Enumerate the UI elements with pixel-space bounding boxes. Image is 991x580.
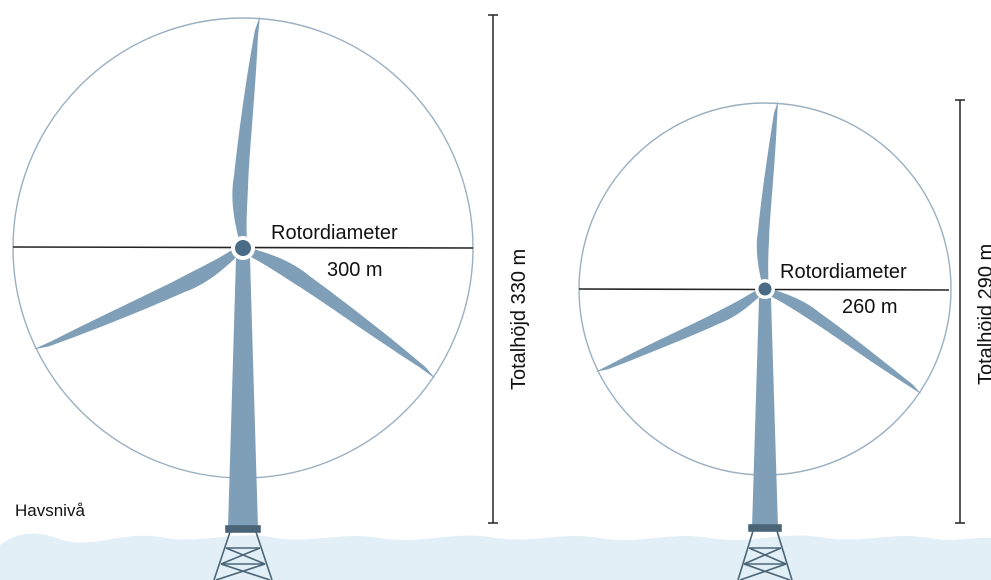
rotor-diameter-value: 260 m (842, 296, 898, 318)
sea-level-label: Havsnivå (15, 501, 85, 520)
total-height-label: Totalhöjd 330 m (508, 249, 530, 390)
turbine-large: Rotordiameter 300 m Totalhöjd 330 m (12, 14, 530, 580)
blade (33, 248, 239, 350)
rotor-diameter-label: Rotordiameter (780, 261, 907, 283)
height-dimension-bracket (955, 99, 965, 524)
blade (769, 289, 922, 395)
tower (752, 298, 778, 528)
foundation-jacket (213, 525, 273, 580)
blade (595, 289, 761, 372)
height-dimension-bracket (488, 14, 498, 524)
rotor-blades (33, 16, 436, 379)
rotor-blades (595, 101, 922, 395)
total-height-label: Totalhöjd 290 m (975, 244, 991, 385)
tower (228, 258, 258, 528)
rotor-diameter-label: Rotordiameter (271, 222, 398, 244)
hub-center (758, 282, 772, 296)
turbine-small: Rotordiameter 260 m Totalhöjd 290 m (578, 99, 991, 580)
blade (756, 101, 778, 282)
hub-center (235, 240, 251, 256)
blade (247, 248, 436, 379)
sea-surface (0, 533, 991, 580)
blade (232, 16, 260, 240)
rotor-diameter-value: 300 m (327, 259, 383, 281)
foundation-jacket (737, 524, 793, 580)
